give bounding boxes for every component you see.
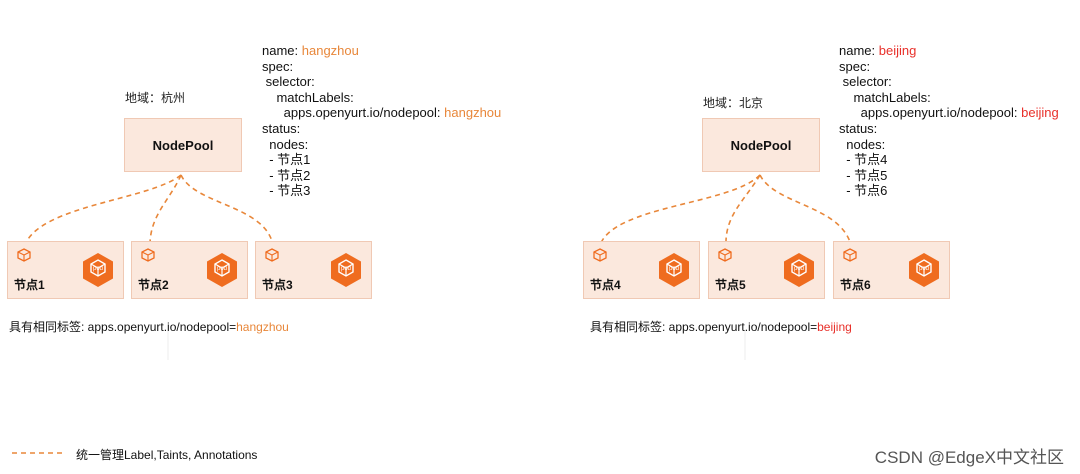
watermark: CSDN @EdgeX中文社区 bbox=[874, 448, 1064, 467]
connector-right-1 bbox=[599, 174, 761, 246]
nodepool-label: NodePool bbox=[730, 137, 792, 153]
yaml-hangzhou: name: hangzhou spec: selector: matchLabe… bbox=[262, 43, 502, 199]
pod-icon bbox=[207, 253, 237, 287]
node-card: pod 节点6 bbox=[833, 241, 950, 299]
node-cube-icon bbox=[141, 248, 155, 262]
connector-right-3 bbox=[759, 174, 852, 246]
pod-icon bbox=[659, 253, 689, 287]
node-label: 节点6 bbox=[840, 278, 871, 292]
node-label: 节点4 bbox=[590, 278, 621, 292]
node-cube-icon bbox=[265, 248, 279, 262]
connector-left-3 bbox=[180, 174, 274, 246]
connector-left-2 bbox=[149, 174, 182, 246]
yaml-beijing: name: beijing spec: selector: matchLabel… bbox=[839, 43, 1059, 199]
pod-label: pod bbox=[216, 266, 227, 272]
nodepool-box-hangzhou: NodePool bbox=[124, 118, 242, 172]
pod-icon bbox=[331, 253, 361, 287]
pod-label: pod bbox=[918, 266, 929, 272]
node-label: 节点3 bbox=[262, 278, 293, 292]
node-cube-icon bbox=[843, 248, 857, 262]
pod-label: pod bbox=[340, 266, 351, 272]
pod-label: pod bbox=[668, 266, 679, 272]
legend-text: 统一管理Label,Taints, Annotations bbox=[76, 448, 258, 462]
node-label: 节点5 bbox=[715, 278, 746, 292]
yaml-name-value: beijing bbox=[878, 43, 917, 58]
pod-label: pod bbox=[92, 266, 103, 272]
node-card: pod 节点5 bbox=[708, 241, 825, 299]
yaml-label-value: beijing bbox=[1021, 105, 1059, 121]
nodepool-box-beijing: NodePool bbox=[702, 118, 820, 172]
node-cube-icon bbox=[593, 248, 607, 262]
region-label-beijing: 地域：北京 bbox=[703, 96, 764, 110]
node-cube-icon bbox=[718, 248, 732, 262]
node-label: 节点1 bbox=[14, 278, 45, 292]
same-label-hangzhou: 具有相同标签: apps.openyurt.io/nodepool=hangzh… bbox=[9, 320, 289, 334]
pod-icon bbox=[909, 253, 939, 287]
pod-label: pod bbox=[793, 266, 804, 272]
node-card: pod 节点1 bbox=[7, 241, 124, 299]
region-label-hangzhou: 地域：杭州 bbox=[125, 91, 186, 105]
pod-icon bbox=[784, 253, 814, 287]
connector-left-1 bbox=[24, 174, 182, 246]
pod-icon bbox=[83, 253, 113, 287]
same-label-beijing: 具有相同标签: apps.openyurt.io/nodepool=beijin… bbox=[590, 320, 852, 334]
node-cube-icon bbox=[17, 248, 31, 262]
yaml-name-value: hangzhou bbox=[301, 43, 359, 58]
yaml-label-value: hangzhou bbox=[444, 105, 502, 121]
nodepool-label: NodePool bbox=[152, 137, 214, 153]
node-card: pod 节点4 bbox=[583, 241, 700, 299]
node-label: 节点2 bbox=[138, 278, 169, 292]
connector-right-2 bbox=[725, 174, 761, 246]
node-card: pod 节点2 bbox=[131, 241, 248, 299]
node-card: pod 节点3 bbox=[255, 241, 372, 299]
